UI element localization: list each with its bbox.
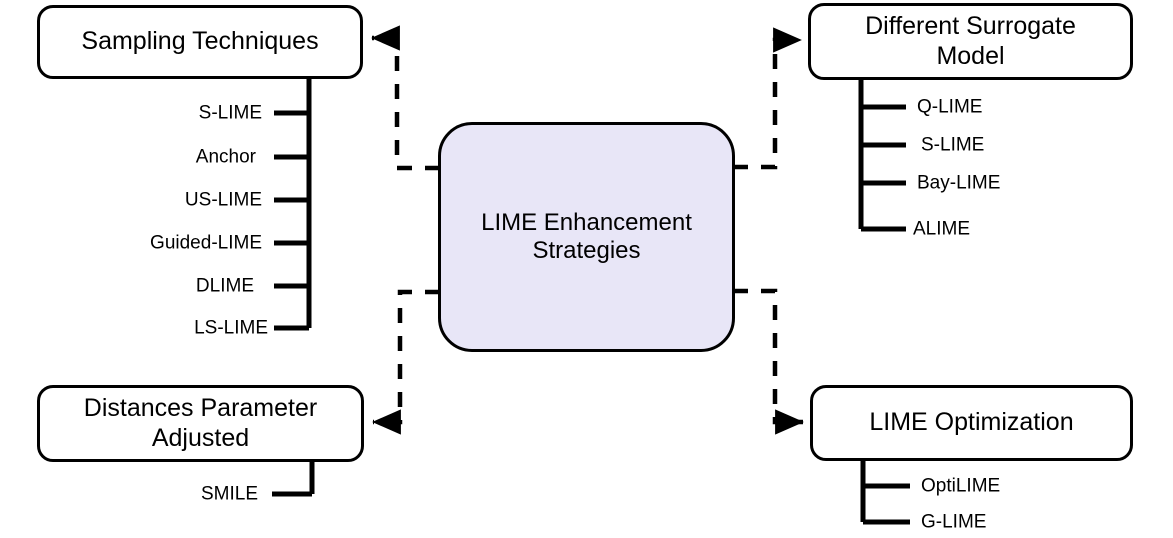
connector-center-to-distances-parameter-adjusted xyxy=(372,289,440,435)
leaf-label-s-lime-sampling: S-LIME xyxy=(198,102,262,124)
tree-lime-optimization xyxy=(860,459,910,525)
node-center-lime-enhancement-strategies[interactable]: LIME Enhancement Strategies xyxy=(438,122,735,352)
leaf-label-dlime: DLIME xyxy=(195,275,254,297)
tree-different-surrogate-model xyxy=(858,76,906,232)
leaf-label-alime: ALIME xyxy=(913,218,971,240)
leaf-label-us-lime: US-LIME xyxy=(184,189,262,211)
node-distances-parameter-adjusted-label: Distances Parameter Adjusted xyxy=(83,394,318,452)
tree-distances-parameter-adjusted xyxy=(272,460,315,497)
node-different-surrogate-model[interactable]: Different Surrogate Model xyxy=(808,3,1133,80)
leaf-label-smile: SMILE xyxy=(200,483,258,505)
leaf-label-q-lime: Q-LIME xyxy=(917,96,983,118)
leaf-label-guided-lime: Guided-LIME xyxy=(150,232,262,254)
node-sampling-techniques-label: Sampling Techniques xyxy=(81,27,319,56)
connector-center-to-lime-optimization xyxy=(733,288,804,435)
node-center-label: LIME Enhancement Strategies xyxy=(481,208,692,264)
leaf-label-anchor: Anchor xyxy=(195,146,256,168)
connector-center-to-different-surrogate-model xyxy=(733,27,802,170)
leaf-label-g-lime: G-LIME xyxy=(921,511,987,533)
tree-sampling-techniques xyxy=(274,76,312,331)
leaf-label-bay-lime: Bay-LIME xyxy=(917,172,1001,194)
node-lime-optimization[interactable]: LIME Optimization xyxy=(810,385,1133,461)
node-sampling-techniques[interactable]: Sampling Techniques xyxy=(37,5,363,79)
connector-center-to-sampling-techniques xyxy=(371,25,440,171)
leaf-label-ls-lime: LS-LIME xyxy=(194,317,268,339)
leaf-label-optilime: OptiLIME xyxy=(921,475,1001,497)
leaf-label-s-lime-surrogate: S-LIME xyxy=(921,134,985,156)
node-distances-parameter-adjusted[interactable]: Distances Parameter Adjusted xyxy=(37,385,364,462)
node-different-surrogate-model-label: Different Surrogate Model xyxy=(865,12,1076,70)
node-lime-optimization-label: LIME Optimization xyxy=(869,408,1074,437)
